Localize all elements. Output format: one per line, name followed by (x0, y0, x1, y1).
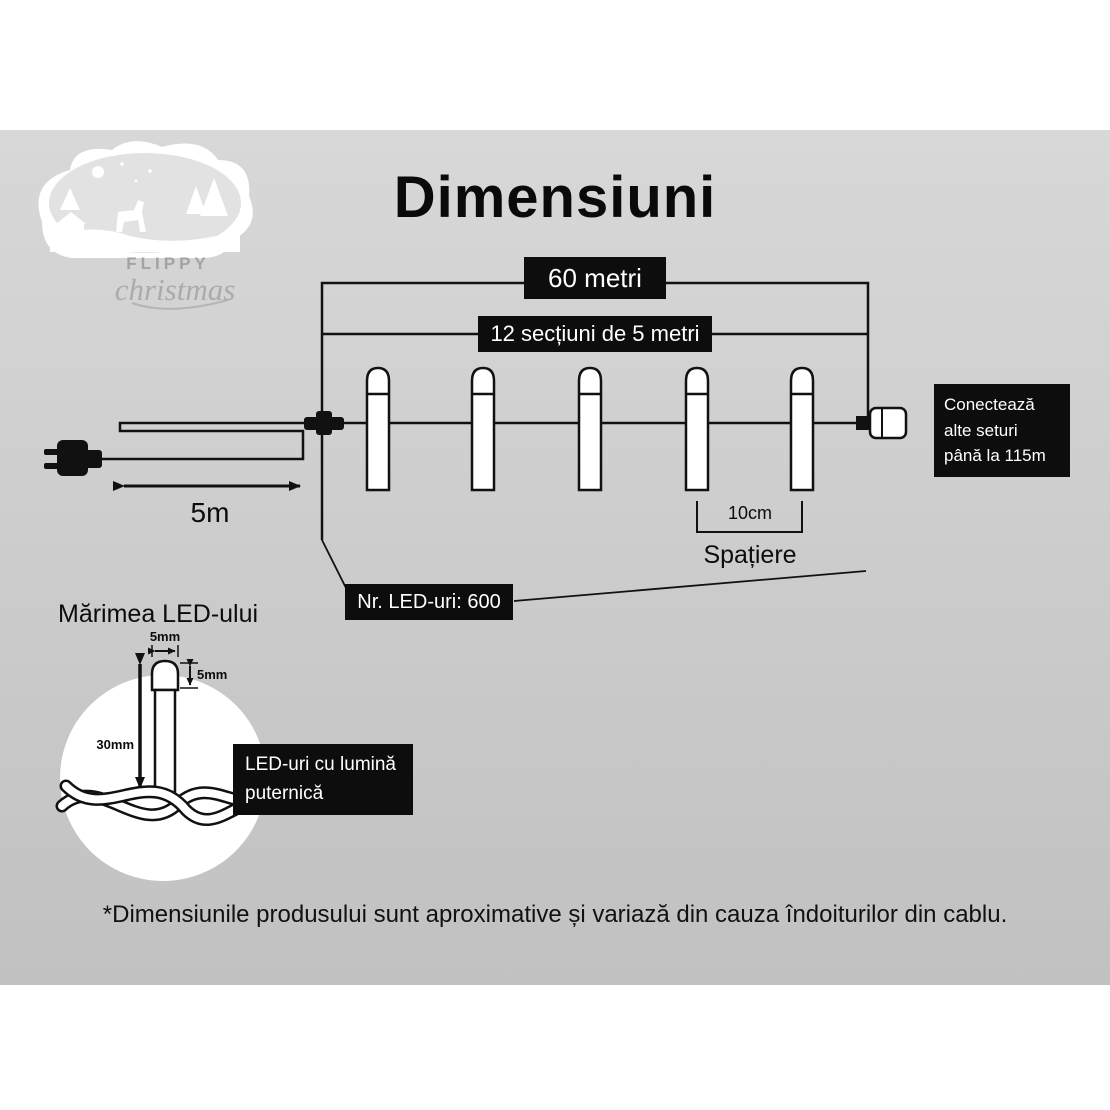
led-size-heading: Mărimea LED-ului (58, 600, 259, 628)
spacing-value-label: 10cm (727, 503, 772, 523)
spacing-word-label: Spațiere (703, 541, 797, 569)
led-height-label: 30mm (96, 737, 134, 752)
led-count-badge: Nr. LED-uri: 600 (345, 584, 513, 620)
led-bulbs (365, 366, 815, 492)
logo-winter-scene-icon (38, 141, 253, 310)
logo-brand-text: FLIPPY (126, 254, 210, 273)
connect-note-badge: Conectează alte seturi până la 115m (934, 384, 1070, 477)
end-connector-icon (856, 406, 908, 440)
total-length-badge: 60 metri (524, 257, 666, 299)
led-tip-height-label: 5mm (197, 667, 228, 682)
led-dimension-arrows (135, 645, 198, 789)
led-brightness-badge: LED-uri cu lumină puternică (233, 744, 413, 815)
led-width-label: 5mm (149, 629, 181, 644)
logo-script-text: christmas (114, 272, 236, 307)
dimensions-footnote: *Dimensiunile produsului sunt aproximati… (102, 901, 1008, 928)
spacing-bracket (696, 501, 803, 533)
inline-connector-icon (304, 411, 344, 435)
lead-length-label: 5m (190, 497, 230, 528)
page-title: Dimensiuni (393, 165, 717, 230)
led-detail-bulb (150, 659, 180, 794)
power-plug-icon (44, 440, 102, 476)
lead-cable (100, 421, 306, 461)
sections-badge: 12 secțiuni de 5 metri (478, 316, 712, 352)
